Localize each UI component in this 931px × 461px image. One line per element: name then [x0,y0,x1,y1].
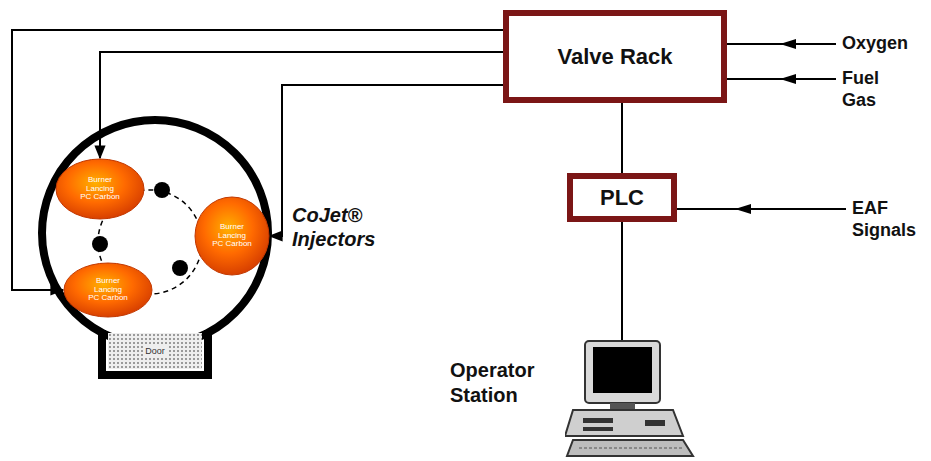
operator-station: Operator Station [450,340,705,458]
supply-line [100,52,503,158]
injector-label: Burner Lancing PC Carbon [212,223,252,248]
valve-rack-box: Valve Rack [503,10,727,103]
plc-box: PLC [567,173,677,222]
furnace-shell [42,120,268,346]
supply-line [621,222,623,340]
electrode [154,182,170,198]
arrow-head [735,204,751,214]
node-title: Operator Station [450,358,562,408]
injector-burner: Burner Lancing PC Carbon [194,196,270,276]
supply-line [621,103,623,173]
eaf-signal-line [677,208,846,210]
door-label: Door [143,346,167,356]
injector-callout: CoJet® Injectors [292,203,402,252]
injector-label: Burner Lancing PC Carbon [80,176,120,201]
electrode [92,236,108,252]
electrode [172,260,188,276]
computer-icon [565,340,700,458]
signal-label: Oxygen [842,33,922,55]
injector-label: Burner Lancing PC Carbon [88,277,128,302]
node-title: PLC [600,185,644,211]
arrow-head [780,39,796,49]
supply-line [12,30,503,290]
arrow-head [780,74,796,84]
door-frame [102,330,208,375]
furnace-door: Door [108,333,202,369]
injector-burner: Burner Lancing PC Carbon [55,158,145,220]
node-title: Valve Rack [558,44,673,70]
signal-label: Fuel Gas [842,68,912,112]
injector-burner: Burner Lancing PC Carbon [63,262,153,318]
signal-label: EAF Signals [852,198,928,242]
